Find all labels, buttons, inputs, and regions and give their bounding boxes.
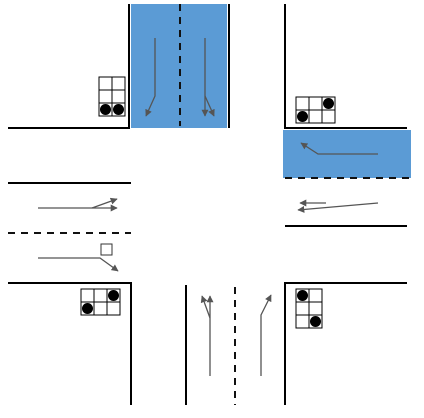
- signal-cell: [308, 301, 323, 316]
- signal-cell: [111, 89, 126, 104]
- signal-cell: [321, 109, 336, 124]
- signal-cell: [308, 96, 323, 111]
- north-approach-highlight: [131, 4, 227, 128]
- curb-northwest: [8, 4, 130, 129]
- south-lane2-right-arrow: [260, 294, 272, 376]
- signal-head-southeast: [295, 288, 323, 329]
- signal-cell: [295, 301, 310, 316]
- signal-cell: [93, 288, 108, 303]
- signal-lamp-on: [82, 303, 93, 314]
- signal-heads: [80, 76, 336, 329]
- curb-southeast: [284, 282, 407, 405]
- signal-cell: [98, 89, 113, 104]
- north-lane2-right-arrow: [204, 95, 215, 117]
- signal-head-northwest: [98, 76, 126, 117]
- west-lane1-right-arrow: [91, 197, 118, 209]
- signal-head-southwest: [80, 288, 121, 316]
- signal-lamp-on: [100, 104, 111, 115]
- signal-cell: [295, 96, 310, 111]
- signal-cell: [93, 301, 108, 316]
- east-left-turn-arrow: [300, 142, 378, 155]
- signal-lamp-on: [113, 104, 124, 115]
- signal-lamp-on: [297, 290, 308, 301]
- signal-lamp-on: [310, 316, 321, 327]
- detector-box: [100, 243, 113, 256]
- signal-cell: [80, 288, 95, 303]
- curb-southwest: [8, 282, 132, 405]
- highlight-layer: [131, 4, 411, 178]
- signal-lamp-on: [323, 98, 334, 109]
- signal-lamp-on: [108, 290, 119, 301]
- signal-cell: [98, 76, 113, 91]
- curb-lines: [8, 4, 407, 405]
- curb-northeast: [284, 4, 407, 129]
- signal-cell: [111, 76, 126, 91]
- signal-cell: [308, 109, 323, 124]
- movement-arrows: [38, 38, 379, 376]
- west-lane2-right-arrow: [38, 257, 119, 272]
- lane-dividers: [8, 4, 411, 405]
- south-lane1-left-arrow: [200, 295, 211, 319]
- signal-cell: [106, 301, 121, 316]
- east-lower-straight-arrow: [297, 202, 379, 213]
- signal-cell: [308, 288, 323, 303]
- signal-head-northeast: [295, 96, 336, 124]
- signal-cell: [295, 314, 310, 329]
- north-lane1-straight-arrow: [145, 38, 156, 117]
- signal-lamp-on: [297, 111, 308, 122]
